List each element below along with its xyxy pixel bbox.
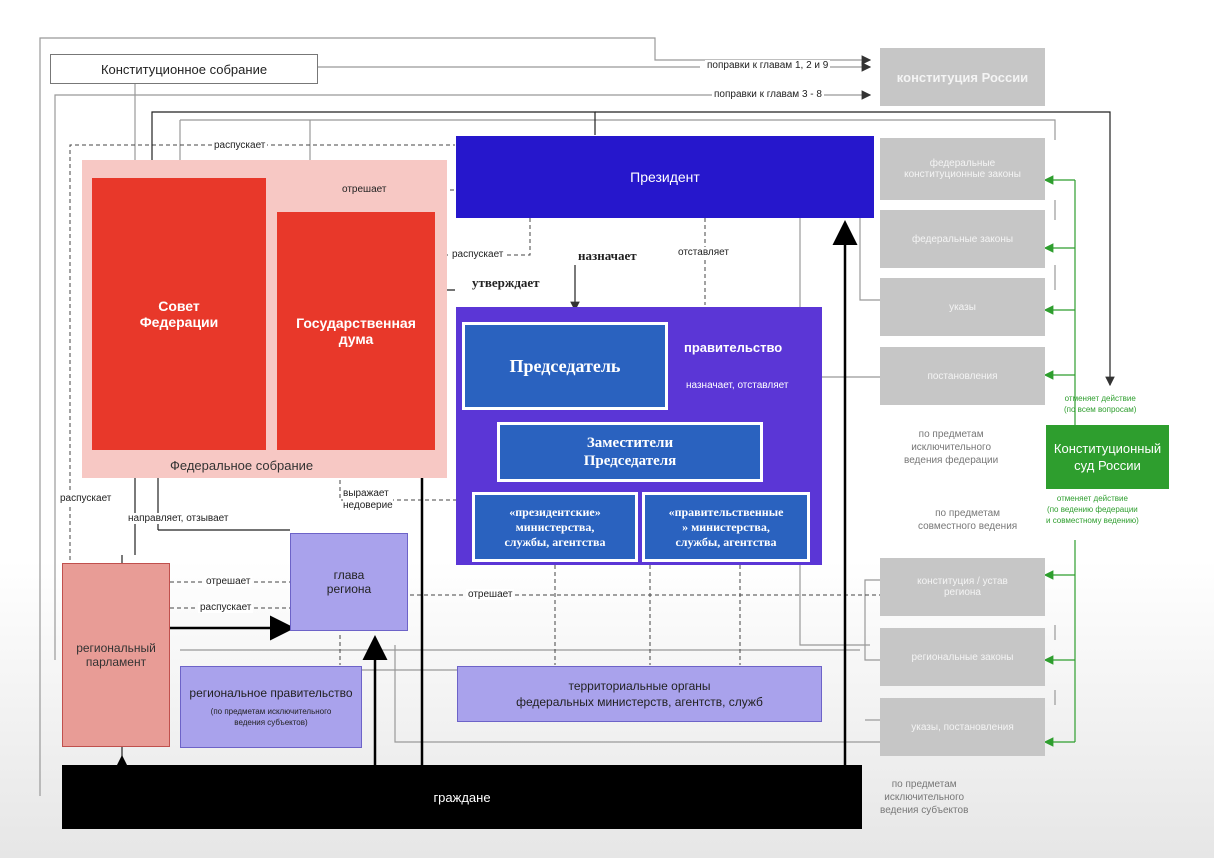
deputies-label: Заместители Председателя (583, 435, 677, 469)
note-federal-exclusive: по предметам исключительного ведения фед… (904, 429, 999, 466)
fkz-box[interactable]: федеральные конституционные законы (880, 138, 1045, 200)
state-duma-label: Государственная дума (296, 315, 416, 347)
presidential-ministries-box[interactable]: «президентские» министерства, службы, аг… (472, 492, 638, 562)
federation-council-box[interactable]: Совет Федерации (92, 178, 266, 450)
presidential-ministries-label: «президентские» министерства, службы, аг… (504, 504, 606, 549)
edge-dismisses: отставляет (676, 247, 731, 258)
regional-government-label: региональное правительство (189, 686, 353, 700)
edge-removes-top: отрешает (340, 184, 389, 195)
governmental-ministries-box[interactable]: «правительственные » министерства, служб… (642, 492, 810, 562)
regional-laws-box[interactable]: региональные законы (880, 628, 1045, 686)
edge-sends-recalls: направляет, отзывает (126, 513, 231, 524)
federal-assembly-label: Федеральное собрание (170, 458, 314, 473)
edge-appoints-dismisses: назначает, отставляет (686, 380, 789, 391)
resolutions-label: постановления (927, 370, 998, 382)
note-subject-exclusive: по предметам исключительного ведения суб… (880, 779, 969, 816)
edge-appoints: назначает (578, 248, 637, 264)
constitution-box[interactable]: конституция России (880, 48, 1045, 106)
edge-approves: утверждает (472, 275, 540, 291)
regional-decrees-box[interactable]: указы, постановления (880, 698, 1045, 756)
regional-government-box[interactable]: региональное правительство (по предметам… (180, 666, 362, 748)
constitution-label: конституция России (896, 69, 1029, 85)
regional-laws-label: региональные законы (911, 651, 1014, 663)
federation-council-label: Совет Федерации (139, 298, 219, 330)
citizens-box[interactable]: граждане (62, 765, 862, 829)
edge-no-confidence: выражает недоверие (343, 488, 393, 512)
state-duma-box[interactable]: Государственная дума (277, 212, 435, 450)
constitutional-assembly-label: Конституционное собрание (100, 61, 268, 77)
fz-box[interactable]: федеральные законы (880, 210, 1045, 268)
citizens-label: граждане (433, 789, 491, 805)
constitutional-assembly-box[interactable]: Конституционное собрание (50, 54, 318, 84)
decrees-box[interactable]: указы (880, 278, 1045, 336)
edge-dissolves-left: распускает (58, 493, 114, 504)
chairman-box[interactable]: Председатель (462, 322, 668, 410)
edge-removes-region: отрешает (204, 576, 253, 587)
deputies-box[interactable]: Заместители Председателя (497, 422, 763, 482)
president-label: Президент (630, 169, 700, 185)
governmental-ministries-label: «правительственные » министерства, служб… (668, 504, 784, 549)
note-joint: по предметам совместного ведения (918, 508, 1018, 532)
fkz-label: федеральные конституционные законы (904, 158, 1021, 180)
region-head-label: глава региона (326, 568, 372, 596)
regional-decrees-label: указы, постановления (911, 721, 1014, 733)
chairman-label: Председатель (509, 355, 621, 376)
constitutional-court-box[interactable]: Конституционный суд России (1046, 425, 1169, 489)
court-cancel-all: отменяет действие (по всем вопросам) (1064, 394, 1137, 414)
court-cancel-joint: отменяет действие (по ведению федерации … (1046, 494, 1139, 525)
edge-dissolves-duma: распускает (450, 249, 506, 260)
regional-parliament-label: региональный парламент (76, 641, 156, 669)
government-label: правительство (684, 340, 783, 355)
edge-dissolves-top: распускает (212, 140, 268, 151)
regional-parliament-box[interactable]: региональный парламент (62, 563, 170, 747)
fz-label: федеральные законы (911, 233, 1014, 245)
territorial-bodies-label: территориальные органы федеральных минис… (516, 679, 763, 709)
edge-dissolves-region: распускает (198, 602, 254, 613)
edge-amend-1-2-9-label: поправки к главам 1, 2 и 9 (705, 60, 831, 71)
regional-government-note: (по предметам исключительного ведения су… (210, 707, 332, 727)
territorial-bodies-box[interactable]: территориальные органы федеральных минис… (457, 666, 822, 722)
resolutions-box[interactable]: постановления (880, 347, 1045, 405)
regional-constitution-label: конституция / устав региона (917, 576, 1008, 598)
decrees-label: указы (949, 301, 976, 313)
edge-removes-head: отрешает (466, 589, 515, 600)
regional-constitution-box[interactable]: конституция / устав региона (880, 558, 1045, 616)
constitutional-court-label: Конституционный суд России (1053, 441, 1162, 473)
edge-amend-3-8-label: поправки к главам 3 - 8 (712, 89, 824, 100)
president-box[interactable]: Президент (456, 136, 874, 218)
region-head-box[interactable]: глава региона (290, 533, 408, 631)
